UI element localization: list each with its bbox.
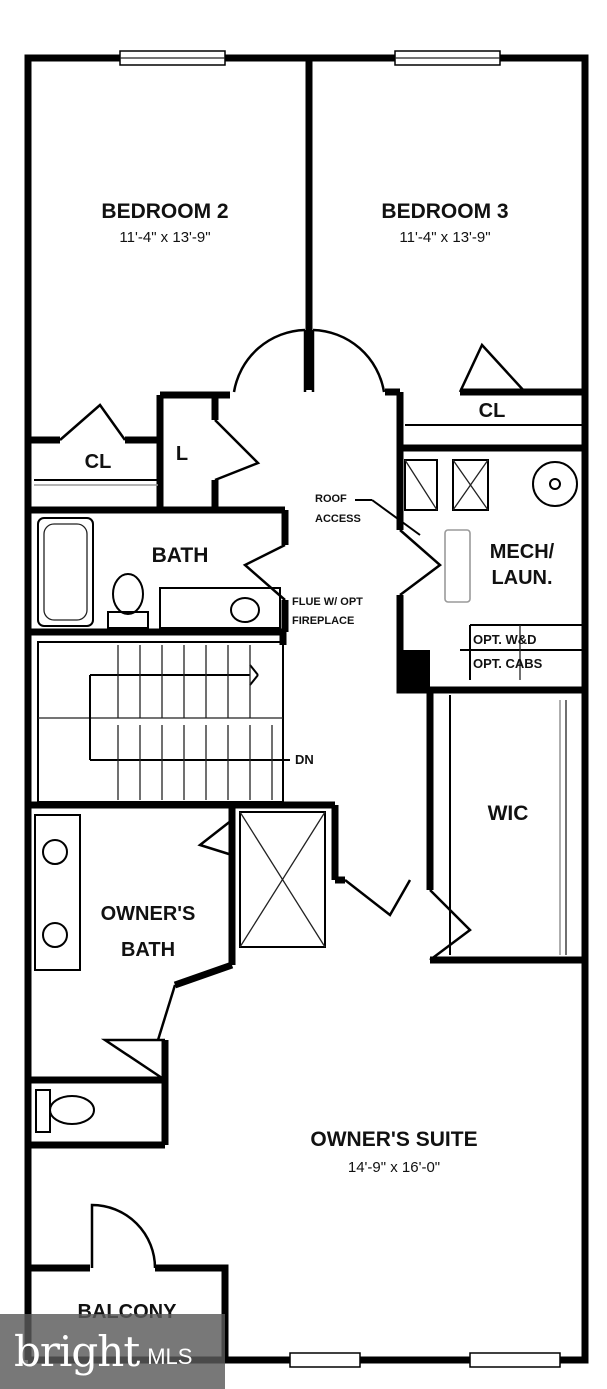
closet-left [28, 395, 285, 514]
bright-mls-watermark: bright MLS [0, 1314, 225, 1389]
mech-laun-label-line1: MECH/ [490, 541, 555, 563]
owners-bath-label-line2: BATH [121, 939, 175, 961]
closet-right-label: CL [479, 400, 506, 422]
bedroom-2-dims: 11'-4" x 13'-9" [119, 229, 210, 246]
mech-laun-room [396, 448, 585, 694]
roof-access-label-line1: ROOF [315, 493, 347, 505]
outer-walls [24, 50, 589, 1368]
watermark-brand: bright [14, 1327, 140, 1376]
stairs-dn-label: DN [295, 752, 314, 767]
bedroom-doors [59, 328, 526, 441]
watermark-mls: MLS [147, 1343, 193, 1369]
owners-suite-dims: 14'-9" x 16'-0" [348, 1159, 440, 1176]
bedroom-walls [28, 58, 585, 444]
bath-label: BATH [152, 544, 209, 567]
roof-access-label-line2: ACCESS [315, 513, 361, 525]
bedroom-3-dims: 11'-4" x 13'-9" [399, 229, 490, 246]
opt-wd-label: OPT. W&D [473, 632, 537, 647]
owners-bath-room [28, 805, 412, 1149]
balcony [28, 1203, 229, 1360]
opt-cabs-label: OPT. CABS [473, 656, 543, 671]
owners-bath-label-line1: OWNER'S [101, 903, 196, 925]
wic-room [426, 690, 585, 964]
mech-laun-label-line2: LAUN. [491, 567, 552, 589]
linen-closet-label: L [176, 443, 188, 465]
linen-closet [211, 395, 261, 510]
bedroom-3-label: BEDROOM 3 [381, 200, 508, 223]
closet-left-label: CL [85, 451, 112, 473]
wic-label: WIC [488, 802, 529, 825]
bath-room [28, 510, 289, 636]
stairs [28, 632, 335, 809]
owners-suite-label: OWNER'S SUITE [310, 1128, 477, 1151]
flue-label-line1: FLUE W/ OPT [292, 596, 363, 608]
bedroom-2-label: BEDROOM 2 [101, 200, 228, 223]
flue-label-line2: FIREPLACE [292, 615, 354, 627]
